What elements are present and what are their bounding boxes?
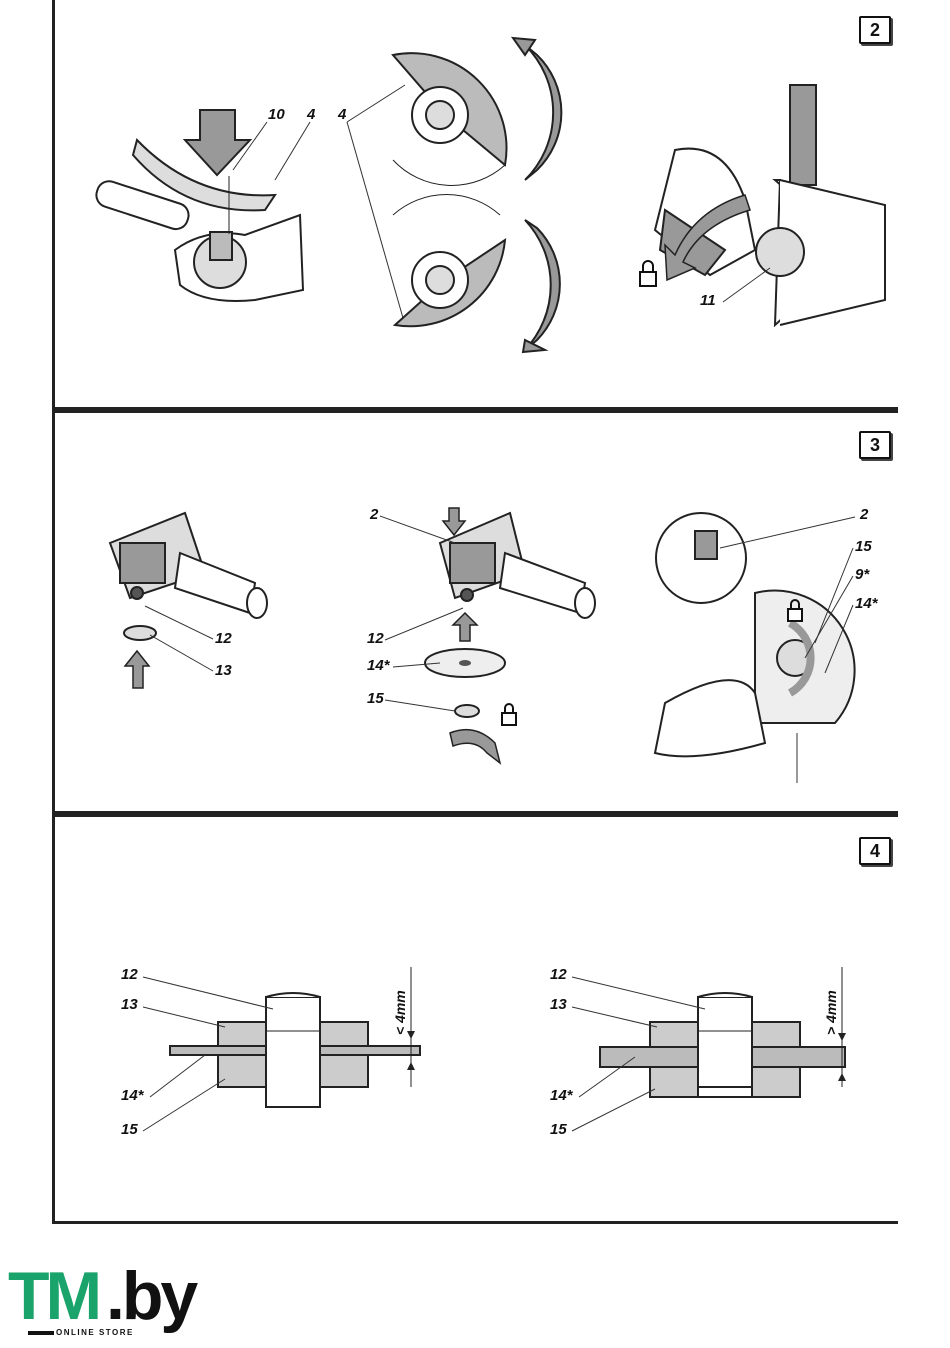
label-4b: 4 bbox=[337, 106, 347, 123]
grinder-body-drawing bbox=[93, 140, 303, 301]
label-14: 14* bbox=[121, 1087, 145, 1104]
label-12: 12 bbox=[121, 966, 138, 983]
disc-mounting-illustration: 12 13 2 12 14* 15 bbox=[55, 413, 901, 817]
flange-cross-section-illustration: < 4mm 12 13 14* 15 > 4mm 12 13 14* 15 bbox=[55, 817, 901, 1227]
logo-bar bbox=[28, 1331, 54, 1335]
label-9: 9* bbox=[855, 566, 870, 583]
figure-4-panel: 4 < 4mm 12 13 14* 15 bbox=[52, 814, 898, 1224]
grinder-middle-drawing bbox=[440, 513, 595, 618]
up-arrow-icon bbox=[125, 651, 149, 688]
logo-brand-by: .by bbox=[106, 1262, 195, 1330]
spindle-lock-view bbox=[655, 513, 855, 756]
label-12: 12 bbox=[367, 630, 384, 647]
figure-3-panel: 3 12 13 2 bbox=[52, 410, 898, 814]
logo-tagline: ONLINE STORE bbox=[56, 1328, 134, 1337]
hand-adjust-view bbox=[655, 85, 885, 325]
label-13: 13 bbox=[215, 662, 232, 679]
label-13: 13 bbox=[550, 996, 567, 1013]
label-4a: 4 bbox=[306, 106, 316, 123]
label-14: 14* bbox=[855, 595, 879, 612]
dim-less-4mm: < 4mm bbox=[392, 990, 408, 1035]
cross-section-thick-disc bbox=[600, 993, 845, 1097]
down-arrow-icon bbox=[443, 508, 465, 535]
lock-icon bbox=[640, 261, 656, 286]
flange-icon bbox=[124, 626, 156, 640]
tm-by-logo: TM .by ONLINE STORE bbox=[8, 1262, 178, 1342]
guard-upper-view bbox=[393, 38, 561, 185]
label-14: 14* bbox=[367, 657, 391, 674]
guard-installation-illustration: 10 4 4 bbox=[55, 0, 901, 410]
label-13: 13 bbox=[121, 996, 138, 1013]
label-2: 2 bbox=[369, 506, 379, 523]
label-12: 12 bbox=[215, 630, 232, 647]
label-10: 10 bbox=[268, 106, 285, 123]
label-2: 2 bbox=[859, 506, 869, 523]
label-15: 15 bbox=[550, 1121, 567, 1138]
dim-greater-4mm: > 4mm bbox=[823, 990, 839, 1035]
clamping-nut-icon bbox=[455, 705, 479, 717]
label-15: 15 bbox=[367, 690, 384, 707]
grinder-left-drawing bbox=[110, 513, 267, 618]
label-12: 12 bbox=[550, 966, 567, 983]
guard-lower-view bbox=[393, 194, 560, 352]
label-11: 11 bbox=[700, 292, 716, 309]
rotate-arrow-icon bbox=[450, 730, 500, 763]
down-arrow-icon bbox=[185, 110, 250, 175]
label-14: 14* bbox=[550, 1087, 574, 1104]
logo-brand-tm: TM bbox=[8, 1262, 98, 1330]
label-15: 15 bbox=[121, 1121, 138, 1138]
up-arrow-icon bbox=[453, 613, 477, 641]
label-15: 15 bbox=[855, 538, 872, 555]
lock-icon bbox=[502, 704, 516, 725]
figure-2-panel: 2 10 4 4 bbox=[52, 0, 898, 410]
